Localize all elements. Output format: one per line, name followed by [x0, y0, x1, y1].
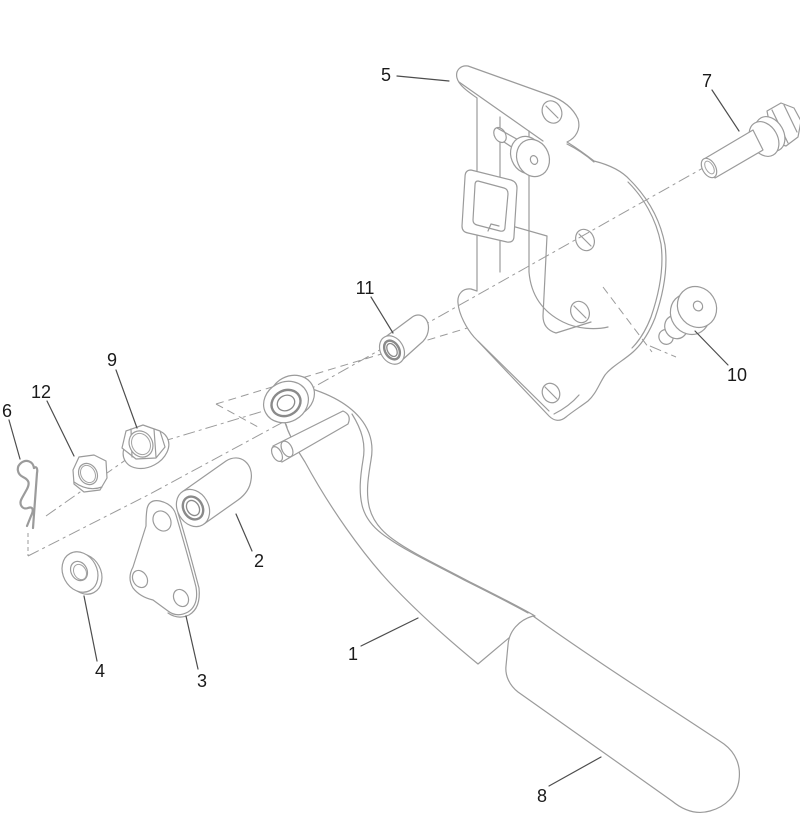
- part-10-knob: [658, 285, 718, 345]
- callout-label-6: 6: [2, 401, 12, 421]
- pivot-bore: [276, 394, 296, 412]
- part-12-nut: [72, 454, 108, 493]
- bolt-tip-chamfer: [704, 160, 715, 175]
- part-4-washer: [61, 551, 103, 595]
- callout-label-1: 1: [348, 644, 358, 664]
- bracket-hole-middle: [570, 300, 590, 324]
- cotter-pin-wavy-leg: [16, 459, 36, 528]
- bracket-holes: [541, 100, 595, 404]
- bushing11-bore: [386, 342, 398, 358]
- bracket-hole-lower-ticks: [544, 386, 558, 400]
- knob-center-hole: [692, 300, 704, 312]
- cotter-pin-right-leg: [31, 466, 39, 530]
- part-5-bracket: [456, 65, 667, 421]
- part-8-grip: [505, 615, 741, 813]
- callout-labels: 1 2 3 4 5 6 7 8 9 10 11 12: [2, 65, 747, 806]
- bracket-hole-upper: [575, 228, 595, 252]
- bracket-rib-outline: [504, 223, 592, 334]
- lever-cross-pin: [270, 410, 350, 463]
- bracket-bottom-left-inner: [477, 340, 550, 412]
- callout-label-9: 9: [107, 350, 117, 370]
- centerline-knob-axis: [649, 345, 677, 358]
- bracket-hole-lower: [541, 382, 561, 404]
- part-6-cotter-pin: [16, 459, 39, 530]
- callout-label-4: 4: [95, 661, 105, 681]
- nut12-bore-inner: [80, 464, 96, 484]
- guide-loop-notch: [487, 223, 500, 232]
- bushing2-bore: [185, 499, 201, 517]
- callout-label-10: 10: [727, 365, 747, 385]
- part-7-flange-bolt: [700, 102, 800, 179]
- leader-line-6: [8, 419, 21, 460]
- leader-line-11: [370, 296, 394, 334]
- leader-line-7: [711, 89, 740, 132]
- bracket-tab-hole: [541, 100, 563, 124]
- knob-cap-face: [676, 285, 718, 329]
- callout-label-7: 7: [702, 71, 712, 91]
- roller-center-hole: [529, 155, 539, 165]
- leader-line-2: [235, 513, 253, 552]
- leader-line-5: [396, 75, 450, 82]
- guide-loop-inner: [472, 180, 509, 232]
- leader-line-10: [694, 330, 729, 366]
- plate-hole-right: [172, 588, 190, 608]
- bracket-roller: [493, 126, 551, 178]
- nut12-facets: [73, 481, 103, 490]
- leader-line-1: [360, 617, 419, 647]
- centerline-lower-axis: [27, 419, 288, 557]
- callout-label-11: 11: [356, 278, 375, 298]
- lever-pivot-boss: [263, 374, 315, 448]
- bracket-bottom-tab-inner: [553, 394, 580, 415]
- part-3-plate: [129, 500, 200, 618]
- centerline-main-axis: [297, 167, 704, 397]
- cross-pin-end-cap: [270, 446, 284, 462]
- callout-label-12: 12: [31, 382, 51, 402]
- bracket-tab-hole-ticks: [545, 105, 559, 119]
- cross-pin-collar: [280, 440, 294, 458]
- plate-hole-top: [152, 510, 172, 532]
- callout-label-8: 8: [537, 786, 547, 806]
- washer-bore-inner: [73, 563, 87, 581]
- part-9-flange-nut: [121, 424, 170, 470]
- plate-body: [129, 500, 198, 616]
- assembly-centerlines-front: [297, 167, 704, 397]
- leader-line-8: [548, 756, 602, 787]
- bracket-cable-guide-loop: [461, 169, 518, 243]
- leader-line-9: [115, 369, 138, 429]
- leader-line-4: [83, 595, 98, 662]
- grip-body: [505, 615, 741, 813]
- callout-label-5: 5: [381, 65, 391, 85]
- bracket-flange-inner-line: [566, 143, 595, 163]
- callout-label-2: 2: [254, 551, 264, 571]
- lever-top-face-edge: [351, 413, 529, 614]
- callout-label-3: 3: [197, 671, 207, 691]
- part-1-lever: [282, 383, 536, 665]
- phantom-line-left-stub: [215, 403, 259, 428]
- bracket-hole-upper-ticks: [578, 233, 592, 247]
- phantom-line-right: [602, 286, 653, 353]
- leader-lines: [8, 75, 740, 787]
- part-11-bushing: [378, 314, 430, 365]
- leader-line-3: [185, 615, 199, 670]
- lever-body: [282, 383, 536, 665]
- bracket-hole-middle-ticks: [573, 305, 587, 319]
- leader-line-12: [46, 400, 75, 457]
- roller-front-face: [515, 138, 551, 178]
- flange-nut-bore-inner: [131, 432, 151, 456]
- bracket-outline: [456, 65, 667, 421]
- plate-hole-left: [131, 569, 149, 589]
- plate-thickness-edge: [167, 512, 200, 618]
- part-2-bushing: [175, 457, 252, 528]
- bracket-right-edge-inner: [627, 181, 663, 349]
- bracket-channel-bottom: [528, 271, 609, 330]
